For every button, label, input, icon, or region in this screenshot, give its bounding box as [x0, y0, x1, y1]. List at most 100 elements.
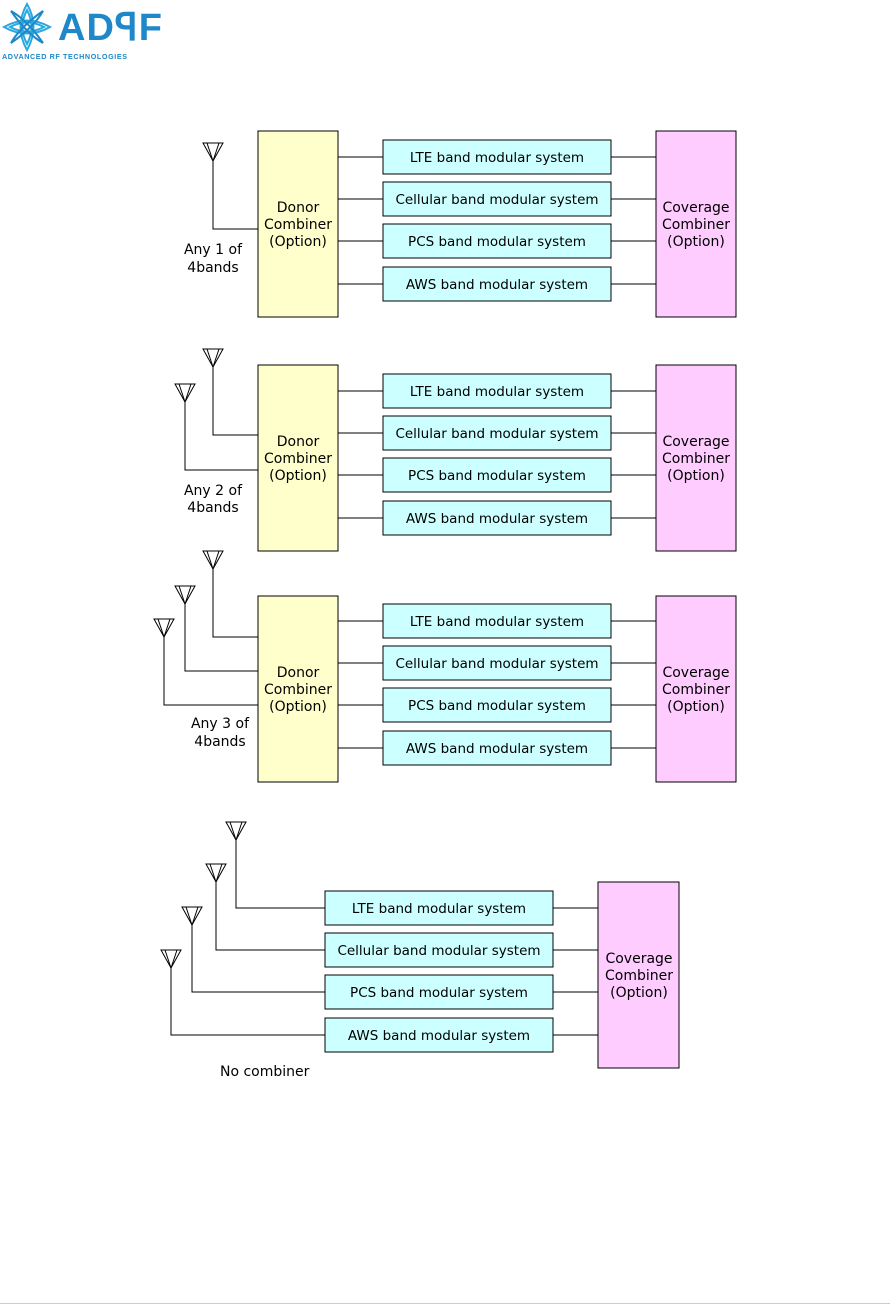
band-module-label: LTE band modular system: [410, 614, 584, 630]
band-module-label: PCS band modular system: [408, 234, 586, 250]
antenna-element: [157, 618, 165, 638]
donor-combiner-label: Combiner: [264, 451, 332, 467]
coverage-combiner-label: (Option): [667, 468, 725, 484]
antenna-element: [163, 618, 171, 638]
band-module-box: [382, 687, 612, 723]
donor-combiner-label: Donor: [277, 434, 320, 450]
antenna-icon: [225, 821, 247, 842]
coverage-combiner-label: Combiner: [605, 968, 673, 984]
coverage-combiner-label: Combiner: [662, 682, 730, 698]
antenna-icon: [202, 142, 224, 163]
donor-combiner-label: Combiner: [264, 217, 332, 233]
antenna-element: [215, 863, 223, 883]
antenna-feed-line: [163, 637, 258, 706]
signal-rings-icon: [1, 1, 53, 53]
antenna-element: [178, 383, 186, 403]
logo-tagline: ADVANCED RF TECHNOLOGIES: [2, 52, 128, 61]
antenna-feed-line: [184, 402, 258, 471]
diagram-caption: Any 2 of: [184, 483, 243, 499]
band-module-box: [382, 415, 612, 451]
adrf-logo-graphic: ADꟼF ADVANCED RF TECHNOLOGIES: [1, 1, 162, 61]
donor-combiner-box: [257, 130, 339, 318]
donor-combiner-label: (Option): [269, 699, 327, 715]
band-module-box: [382, 373, 612, 409]
antenna-element: [209, 863, 217, 883]
band-module-box: [324, 932, 554, 968]
band-module-label: LTE band modular system: [352, 901, 526, 917]
diagram-caption: No combiner: [220, 1064, 310, 1080]
coverage-combiner-box: [655, 130, 737, 318]
antenna-element: [184, 383, 192, 403]
antenna-element: [212, 348, 220, 368]
antenna-icon: [202, 348, 224, 369]
antenna-feed-line: [191, 925, 325, 993]
band-module-box: [382, 139, 612, 175]
antenna-feed-line: [212, 569, 258, 638]
antenna-icon: [205, 863, 227, 884]
diagram-caption: 4bands: [187, 260, 238, 276]
coverage-combiner-label: Combiner: [662, 451, 730, 467]
antenna-feed-line: [215, 882, 325, 951]
antenna-feed-line: [235, 840, 325, 909]
donor-combiner-box: [257, 364, 339, 552]
antenna-element: [206, 550, 214, 570]
antenna-element: [212, 142, 220, 162]
diagram-caption: Any 3 of: [191, 716, 250, 732]
band-module-box: [382, 223, 612, 259]
antenna-element: [170, 949, 178, 969]
antenna-icon: [174, 383, 196, 404]
band-module-label: PCS band modular system: [408, 468, 586, 484]
diagram-any-2: DonorCombiner(Option)CoverageCombiner(Op…: [174, 348, 737, 552]
antenna-element: [184, 585, 192, 605]
diagram-caption: 4bands: [187, 500, 238, 516]
coverage-combiner-label: Coverage: [662, 665, 729, 681]
antenna-element: [191, 906, 199, 926]
band-module-label: AWS band modular system: [348, 1028, 530, 1044]
band-module-box: [324, 1017, 554, 1053]
coverage-combiner-label: (Option): [610, 985, 668, 1001]
antenna-element: [229, 821, 237, 841]
band-module-box: [382, 457, 612, 493]
band-module-label: PCS band modular system: [350, 985, 528, 1001]
adrf-logo: ADꟼF ADVANCED RF TECHNOLOGIES: [0, 0, 175, 62]
coverage-combiner-label: (Option): [667, 699, 725, 715]
band-module-box: [382, 730, 612, 766]
antenna-element: [235, 821, 243, 841]
antenna-element: [206, 142, 214, 162]
donor-combiner-label: (Option): [269, 468, 327, 484]
band-module-box: [382, 181, 612, 217]
donor-combiner-label: Donor: [277, 665, 320, 681]
antenna-feed-line: [212, 161, 258, 230]
antenna-icon: [160, 949, 182, 970]
band-module-label: Cellular band modular system: [395, 656, 598, 672]
antenna-feed-line: [170, 968, 325, 1036]
coverage-combiner-label: (Option): [667, 234, 725, 250]
band-module-box: [382, 603, 612, 639]
footer-divider: [0, 1303, 890, 1304]
band-module-box: [382, 500, 612, 536]
band-module-label: AWS band modular system: [406, 511, 588, 527]
antenna-feed-line: [212, 367, 258, 436]
antenna-feed-line: [184, 604, 258, 672]
antenna-icon: [174, 585, 196, 606]
band-module-box: [382, 645, 612, 681]
band-module-label: Cellular band modular system: [395, 426, 598, 442]
antenna-icon: [181, 906, 203, 927]
coverage-combiner-box: [655, 364, 737, 552]
coverage-combiner-label: Coverage: [662, 200, 729, 216]
antenna-icon: [153, 618, 175, 639]
coverage-combiner-label: Combiner: [662, 217, 730, 233]
diagram-any-3: DonorCombiner(Option)CoverageCombiner(Op…: [153, 550, 737, 783]
band-module-label: Cellular band modular system: [337, 943, 540, 959]
band-module-label: LTE band modular system: [410, 384, 584, 400]
diagram-any-1: DonorCombiner(Option)CoverageCombiner(Op…: [184, 130, 737, 318]
antenna-icon: [202, 550, 224, 571]
band-module-label: LTE band modular system: [410, 150, 584, 166]
coverage-combiner-label: Coverage: [605, 951, 672, 967]
donor-combiner-label: Combiner: [264, 682, 332, 698]
antenna-element: [178, 585, 186, 605]
coverage-combiner-label: Coverage: [662, 434, 729, 450]
donor-combiner-label: (Option): [269, 234, 327, 250]
